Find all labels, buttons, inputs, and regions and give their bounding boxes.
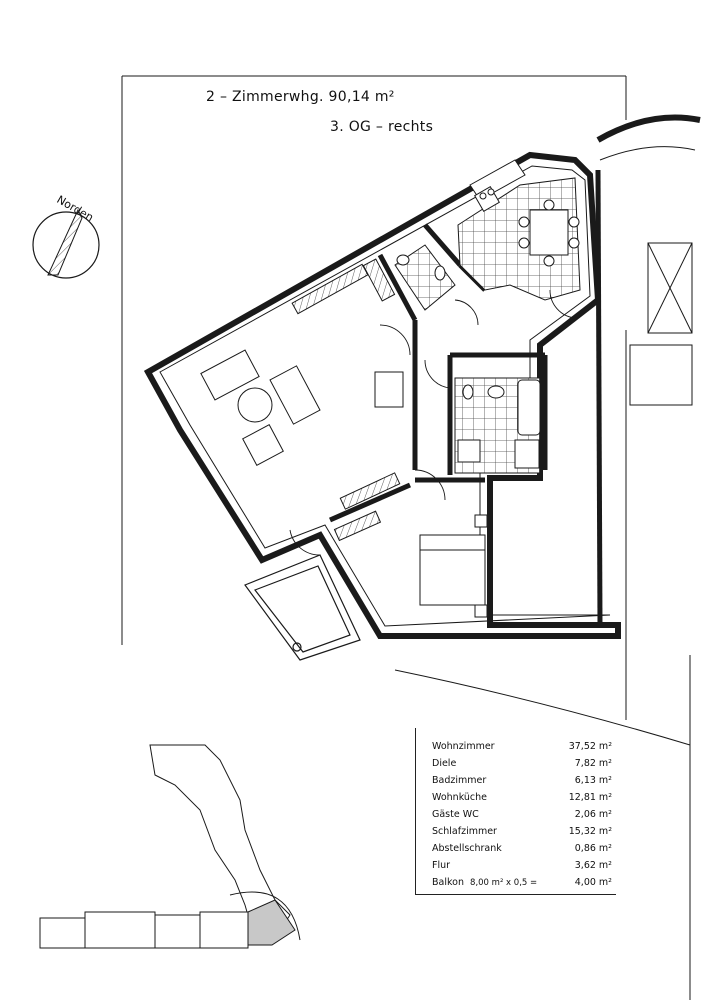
floor-title: 3. OG – rechts <box>330 119 434 135</box>
balcony <box>244 554 361 661</box>
table-row: Abstellschrank 0,86 m² <box>432 840 612 857</box>
balcony-name: Balkon 8,00 m² x 0,5 = <box>432 874 560 891</box>
balcony-area: 4,00 m² <box>574 877 612 888</box>
room-area: 6,13 m² <box>574 775 612 786</box>
table-row: Schlafzimmer 15,32 m² <box>432 823 612 840</box>
room-name: Gäste WC <box>432 809 479 820</box>
balcony-row: Balkon 8,00 m² x 0,5 = 4,00 m² <box>432 874 612 891</box>
table-row: Flur 3,62 m² <box>432 857 612 874</box>
balcony-label: Balkon <box>432 877 464 888</box>
room-name: Schlafzimmer <box>432 826 497 837</box>
room-name: Wohnzimmer <box>432 741 495 752</box>
room-name: Abstellschrank <box>432 843 502 854</box>
room-area: 2,06 m² <box>574 809 612 820</box>
area-table-frame <box>415 728 616 895</box>
wc-fixtures <box>396 254 446 281</box>
table-row: Gäste WC 2,06 m² <box>432 806 612 823</box>
room-name: Flur <box>432 860 451 871</box>
living-furniture <box>200 349 404 466</box>
guest-wc-floor <box>394 244 456 311</box>
room-name: Diele <box>432 758 457 769</box>
room-area: 3,62 m² <box>574 860 612 871</box>
room-area: 7,82 m² <box>574 758 612 769</box>
plot-boundary <box>121 75 691 1000</box>
bath-fixtures <box>457 379 541 469</box>
key-plan <box>39 744 301 949</box>
room-area: 15,32 m² <box>568 826 612 837</box>
room-area: 37,52 m² <box>568 741 612 752</box>
wardrobes <box>291 258 401 542</box>
room-name: Wohnküche <box>432 792 488 803</box>
neighbour-structure <box>595 114 701 626</box>
dining-table <box>518 199 580 267</box>
bed <box>419 514 488 618</box>
table-row: Wohnküche 12,81 m² <box>432 789 612 806</box>
room-area: 12,81 m² <box>568 792 612 803</box>
table-row: Wohnzimmer 37,52 m² <box>432 738 612 755</box>
interior-walls <box>328 223 548 625</box>
north-arrow-icon <box>32 208 100 279</box>
door-swings <box>289 289 576 556</box>
balcony-calc: 8,00 m² x 0,5 = <box>470 878 538 888</box>
table-row: Badzimmer 6,13 m² <box>432 772 612 789</box>
kitchen-counter <box>469 159 526 212</box>
unit-title: 2 – Zimmerwhg. 90,14 m² <box>206 89 395 105</box>
table-row: Diele 7,82 m² <box>432 755 612 772</box>
area-table: Wohnzimmer 37,52 m² Diele 7,82 m² Badzimme… <box>432 738 612 891</box>
room-area: 0,86 m² <box>574 843 612 854</box>
room-name: Badzimmer <box>432 775 487 786</box>
